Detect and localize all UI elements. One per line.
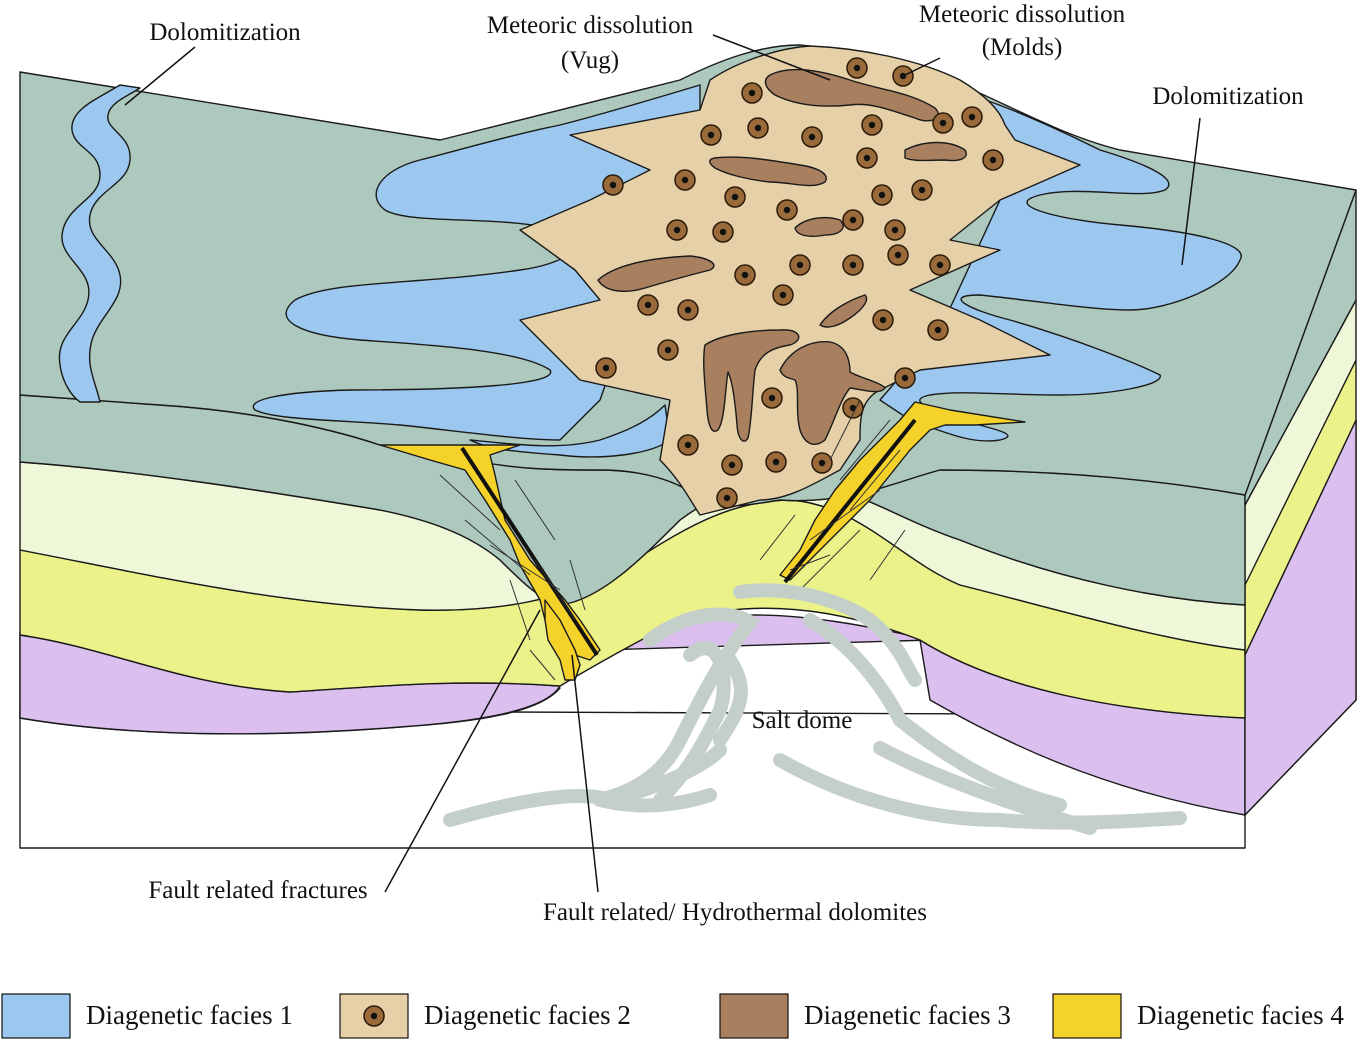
mold-dot-center xyxy=(818,459,826,467)
mold-dot-center xyxy=(772,458,780,466)
leader-meteoric-vug xyxy=(712,34,831,81)
mold-dot-center xyxy=(849,216,857,224)
mold-dot-center xyxy=(673,226,681,234)
mold-dot-center xyxy=(894,251,902,259)
salt-streak xyxy=(733,583,922,687)
mold-dot-center xyxy=(918,186,926,194)
mold-dot-center xyxy=(936,261,944,269)
vug-diag xyxy=(819,294,868,328)
leader-meteoric-molds xyxy=(902,57,941,77)
mold-dot-center xyxy=(868,121,876,129)
mold-dot-center xyxy=(849,404,857,412)
fault-zones xyxy=(379,399,1026,681)
label-dolomitization-left: Dolomitization xyxy=(149,19,301,46)
legend-label-facies-4: Diagenetic facies 4 xyxy=(1137,1000,1344,1030)
salt-streak xyxy=(593,788,717,813)
vug-top xyxy=(764,68,939,122)
legend: Diagenetic facies 1 Diagenetic facies 2 … xyxy=(1,993,1344,1039)
label-meteoric-vug-line1: Meteoric dissolution xyxy=(487,12,694,39)
mold-dot-center xyxy=(719,228,727,236)
mold-dot-center xyxy=(741,271,749,279)
mold-dot-center xyxy=(808,133,816,141)
salt-streak xyxy=(773,753,1007,827)
mold-dot-center xyxy=(796,261,804,269)
mold-dot-center xyxy=(609,181,617,189)
mold-dot-center xyxy=(681,176,689,184)
mold-dot-center xyxy=(863,154,871,162)
mold-dot-center xyxy=(644,301,652,309)
facies3-vugs xyxy=(597,68,967,446)
vug-large-left xyxy=(703,329,800,442)
mold-dot-center xyxy=(939,119,947,127)
vug-right-top xyxy=(904,141,967,162)
vug-left-top xyxy=(709,156,827,187)
legend-item-facies-3: Diagenetic facies 3 xyxy=(719,993,1011,1039)
fault-fracture-lines xyxy=(439,399,906,681)
legend-swatch-facies-3 xyxy=(719,993,789,1039)
mold-dot-center xyxy=(768,394,776,402)
legend-item-facies-2: Diagenetic facies 2 xyxy=(339,993,631,1039)
salt-streak xyxy=(993,811,1187,830)
leader-dolomitization-left xyxy=(124,46,196,106)
mold-dot-center xyxy=(878,191,886,199)
legend-item-facies-4: Diagenetic facies 4 xyxy=(1052,993,1344,1039)
vug-small xyxy=(794,216,844,237)
mold-dot-center xyxy=(602,364,610,372)
mold-dot-center xyxy=(783,206,791,214)
legend-label-facies-1: Diagenetic facies 1 xyxy=(86,1000,293,1030)
leader-fault-fractures xyxy=(384,609,541,893)
salt-streak xyxy=(713,653,748,747)
left-dolomite-channel xyxy=(58,84,141,403)
legend-label-facies-2: Diagenetic facies 2 xyxy=(424,1000,631,1030)
label-meteoric-molds-line1: Meteoric dissolution xyxy=(919,1,1126,28)
label-fault-fractures: Fault related fractures xyxy=(148,877,367,904)
mold-dot-center xyxy=(707,131,715,139)
legend-swatch-facies-4 xyxy=(1052,993,1122,1039)
label-meteoric-molds-line2: (Molds) xyxy=(982,34,1063,61)
mold-dot-center xyxy=(748,89,756,97)
mold-dot-center xyxy=(901,374,909,382)
mold-dot-center xyxy=(989,156,997,164)
mold-dot-icon-center xyxy=(370,1012,378,1020)
salt-streak xyxy=(803,613,1067,812)
mold-dot-center xyxy=(664,346,672,354)
left-fault-line xyxy=(460,446,599,657)
mold-dot-center xyxy=(849,261,857,269)
mold-dot-center xyxy=(728,461,736,469)
facies4-left-fault-lower xyxy=(544,599,581,681)
salt-dome xyxy=(443,583,1187,835)
vug-large-right xyxy=(779,341,886,446)
right-fault-line xyxy=(783,418,917,584)
mold-dot-center xyxy=(891,226,899,234)
label-dolomitization-right: Dolomitization xyxy=(1152,83,1304,110)
mold-dot-center xyxy=(723,494,731,502)
legend-item-facies-1: Diagenetic facies 1 xyxy=(1,993,293,1039)
mold-dots xyxy=(595,57,1004,509)
leader-dolomitization-right xyxy=(1181,117,1201,266)
mold-dot-center xyxy=(934,326,942,334)
legend-label-facies-3: Diagenetic facies 3 xyxy=(804,1000,1011,1030)
leader-fault-hydrothermal xyxy=(571,654,599,893)
legend-swatch-facies-1 xyxy=(1,993,71,1039)
mold-dot-center xyxy=(968,113,976,121)
mold-dot-center xyxy=(853,64,861,72)
mold-dot-center xyxy=(754,124,762,132)
mold-dot-center xyxy=(684,306,692,314)
mold-dot-center xyxy=(779,291,787,299)
vug-left-mid xyxy=(597,255,715,292)
mold-dot-center xyxy=(731,193,739,201)
label-meteoric-vug-line2: (Vug) xyxy=(561,47,619,74)
label-salt-dome: Salt dome xyxy=(752,707,853,734)
leader-lines xyxy=(124,34,1201,893)
mold-dot-center xyxy=(879,316,887,324)
label-fault-hydrothermal: Fault related/ Hydrothermal dolomites xyxy=(543,899,927,926)
mold-dot-center xyxy=(684,441,692,449)
salt-streak xyxy=(593,607,761,807)
facies2-central-zone xyxy=(519,45,1081,516)
